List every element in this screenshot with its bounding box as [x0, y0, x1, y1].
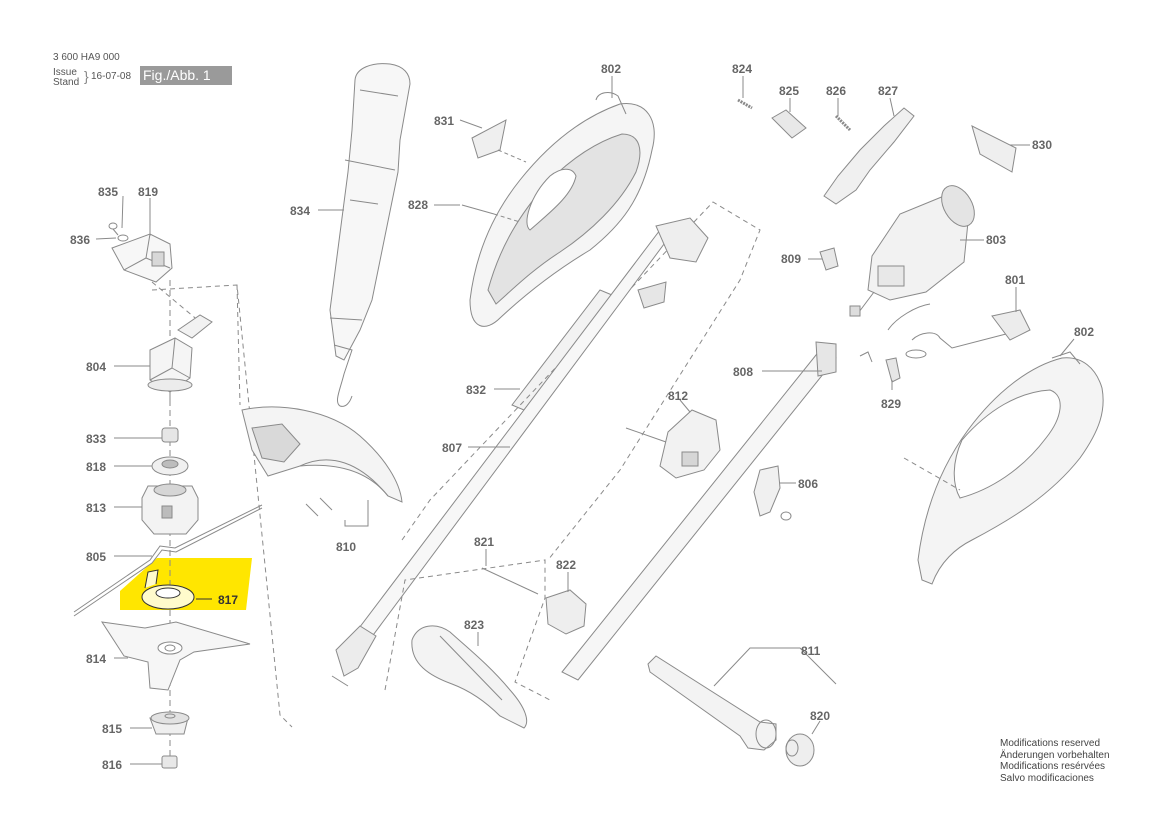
label-806: 806: [798, 477, 818, 491]
label-804: 804: [86, 360, 106, 374]
label-808: 808: [733, 365, 753, 379]
label-810: 810: [336, 540, 356, 554]
notice-line-de: Änderungen vorbehalten: [1000, 749, 1110, 761]
part-801-cable: [887, 303, 1031, 359]
part-833-bushing: [161, 427, 179, 443]
issue-date: 16-07-08: [91, 71, 132, 82]
part-828-screw: [461, 204, 495, 215]
brace: }: [84, 68, 89, 84]
label-819: 819: [138, 185, 158, 199]
notice-line-fr: Modifications resérvées: [1000, 761, 1106, 772]
part-827-trigger: [823, 107, 915, 205]
label-811: 811: [801, 644, 821, 658]
label-824: 824: [732, 62, 752, 76]
figure-label: Fig./Abb. 1: [140, 66, 232, 85]
label-807: 807: [442, 441, 462, 455]
part-804-gearhead: [147, 314, 213, 403]
label-805: 805: [86, 550, 106, 564]
label-822: 822: [556, 558, 576, 572]
part-819-cap: [111, 233, 173, 283]
part-802-housing-right: [917, 351, 1104, 585]
label-815: 815: [102, 722, 122, 736]
notice-line-es: Salvo modificaciones: [1000, 772, 1094, 784]
part-817-cover: [141, 569, 195, 610]
part-816-nut: [161, 755, 178, 769]
label-801: 801: [1005, 273, 1025, 287]
part-808-tube: [561, 341, 837, 681]
part-807-tube: [331, 217, 709, 687]
label-816: 816: [102, 758, 122, 772]
label-818: 818: [86, 460, 106, 474]
part-832-strip: [511, 289, 613, 411]
part-823-grip: [411, 625, 528, 729]
part-811-sleeve: [647, 655, 777, 751]
part-835-screw: [108, 222, 119, 236]
label-830: 830: [1032, 138, 1052, 152]
label-829: 829: [881, 397, 901, 411]
part-831-label: [471, 119, 507, 159]
label-809: 809: [781, 252, 801, 266]
part-836-washer: [117, 234, 129, 242]
label-814: 814: [86, 652, 106, 666]
stand-label: Stand: [53, 77, 80, 88]
label-827: 827: [878, 84, 898, 98]
part-809-clip: [819, 247, 839, 271]
label-813: 813: [86, 501, 106, 515]
part-802-housing-left: [469, 92, 655, 327]
label-833: 833: [86, 432, 106, 446]
part-825-plunger: [771, 109, 807, 139]
document-number: 3 600 HA9 000: [53, 52, 120, 63]
part-815-cup: [149, 711, 190, 735]
label-832: 832: [466, 383, 486, 397]
label-821: 821: [474, 535, 494, 549]
label-817: 817: [218, 593, 238, 607]
label-834: 834: [290, 204, 310, 218]
label-812: 812: [668, 389, 688, 403]
modifications-notice: Modifications reserved Änderungen vorbeh…: [1000, 738, 1110, 784]
label-831: 831: [434, 114, 454, 128]
part-810-guard: [241, 406, 403, 517]
part-805-line: [73, 504, 263, 613]
label-825: 825: [779, 84, 799, 98]
label-826: 826: [826, 84, 846, 98]
part-812-clamp: [625, 409, 721, 479]
label-803: 803: [986, 233, 1006, 247]
part-822-knob: [545, 589, 587, 635]
label-836: 836: [70, 233, 90, 247]
part-820-cap: [785, 733, 815, 767]
label-802-right: 802: [1074, 325, 1094, 339]
part-834-strap: [329, 63, 411, 407]
label-802-top: 802: [601, 62, 621, 76]
part-826-spring: [834, 114, 852, 132]
part-806-latch: [753, 465, 792, 521]
part-830-label: [971, 125, 1017, 173]
issue-label: Issue: [53, 67, 77, 78]
notice-line-en: Modifications reserved: [1000, 738, 1101, 749]
part-821-bolt: [481, 567, 539, 595]
part-803-motor: [849, 185, 975, 317]
part-818-bearing: [151, 456, 189, 476]
part-824-spring: [737, 98, 753, 110]
part-814-blade: [100, 621, 251, 691]
part-813-spool: [141, 483, 199, 535]
label-835: 835: [98, 185, 118, 199]
label-823: 823: [464, 618, 484, 632]
label-828: 828: [408, 198, 428, 212]
part-829-terminal: [859, 351, 901, 383]
label-820: 820: [810, 709, 830, 723]
